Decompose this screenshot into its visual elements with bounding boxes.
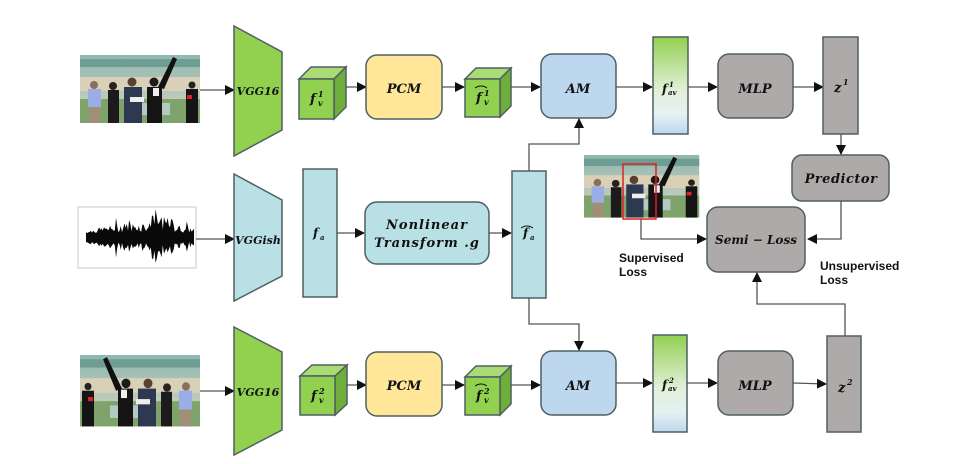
am-label: AM [564,379,591,394]
unsupervised-loss-label-line2: Loss [820,273,848,287]
svg-text:1: 1 [669,80,674,89]
supervised-loss-label-line2: Loss [619,265,647,279]
svg-text:av: av [668,384,678,393]
projection-z2: z 2 [826,335,862,433]
transformed-feature-fhat-a: f a [511,170,547,299]
vgg16-encoder-top: VGG16 [233,24,283,158]
semi-loss-block: Semi − Loss [706,206,806,273]
svg-text:1: 1 [318,89,324,99]
edge-supervised-semiloss [640,219,707,244]
svg-text:1: 1 [843,77,849,87]
svg-text:2: 2 [483,386,490,396]
svg-text:f: f [475,389,484,404]
fused-feature-fav1: f 1 av [652,36,689,135]
video-frame-1 [80,55,200,123]
nonlinear-transform-block: Nonlinear Transform .g [364,201,490,265]
semi-loss-label: Semi − Loss [715,233,797,247]
pcm-label: PCM [386,82,422,97]
audio-feature-fa: f a [302,168,338,298]
svg-text:2: 2 [846,377,853,387]
feature-cube-fhat-v2: f 2 v [463,364,513,417]
svg-text:f: f [310,389,319,404]
supervised-loss-label-line1: Supervised [619,251,684,265]
audio-waveform [77,206,197,269]
am-block-bottom: AM [540,350,617,416]
svg-text:a: a [530,233,535,242]
bounding-box [622,163,657,220]
transform-label-line1: Nonlinear [385,218,468,233]
svg-text:f: f [312,226,320,240]
pcm-label: PCM [386,379,422,394]
svg-text:2: 2 [668,376,674,385]
vggish-encoder: VGGish [233,172,283,303]
svg-text:f: f [475,91,484,106]
edge-mlp-z2 [792,378,827,389]
edge-fhat-a-am-top [528,118,584,171]
vgg16-label: VGG16 [237,85,280,98]
edge-predictor-semiloss [807,201,842,244]
edge-z2-semiloss [752,272,846,337]
predictor-block: Predictor [791,154,890,202]
pcm-block-top: PCM [365,54,443,120]
am-label: AM [564,82,591,97]
svg-text:z: z [833,81,842,96]
svg-text:z: z [837,381,846,396]
fused-feature-fav2: f 2 av [652,334,688,433]
svg-text:a: a [320,233,325,242]
transform-label-line2: Transform .g [374,236,480,251]
feature-cube-fhat-v1: f 1 v [463,66,513,119]
vgg16-encoder-bottom: VGG16 [233,325,283,457]
feature-cube-fv1: f 1 v [297,65,348,121]
svg-text:2: 2 [318,386,325,396]
svg-text:1: 1 [484,88,490,98]
svg-text:f: f [661,378,669,392]
labeled-video-frame [584,155,700,220]
mlp-block-bottom: MLP [717,350,794,416]
svg-text:f: f [522,226,530,240]
mlp-label: MLP [737,379,773,394]
vgg16-label: VGG16 [237,386,280,399]
svg-text:v: v [484,97,489,107]
unsupervised-loss-label-line1: Unsupervised [820,259,899,273]
svg-text:v: v [319,395,324,405]
am-block-top: AM [540,53,617,119]
feature-cube-fv2: f 2 v [298,363,349,417]
predictor-label: Predictor [804,172,879,187]
projection-z1: z 1 [822,36,859,135]
vggish-label: VGGish [235,234,281,247]
mlp-block-top: MLP [717,53,794,119]
video-frame-2 [80,355,200,427]
mlp-label: MLP [737,82,773,97]
svg-text:v: v [318,98,323,108]
svg-text:av: av [668,88,678,97]
svg-text:f: f [661,82,669,96]
pcm-block-bottom: PCM [365,351,443,417]
edge-fhat-a-am-bottom [528,298,584,351]
svg-text:v: v [484,395,489,405]
svg-text:f: f [309,92,318,107]
